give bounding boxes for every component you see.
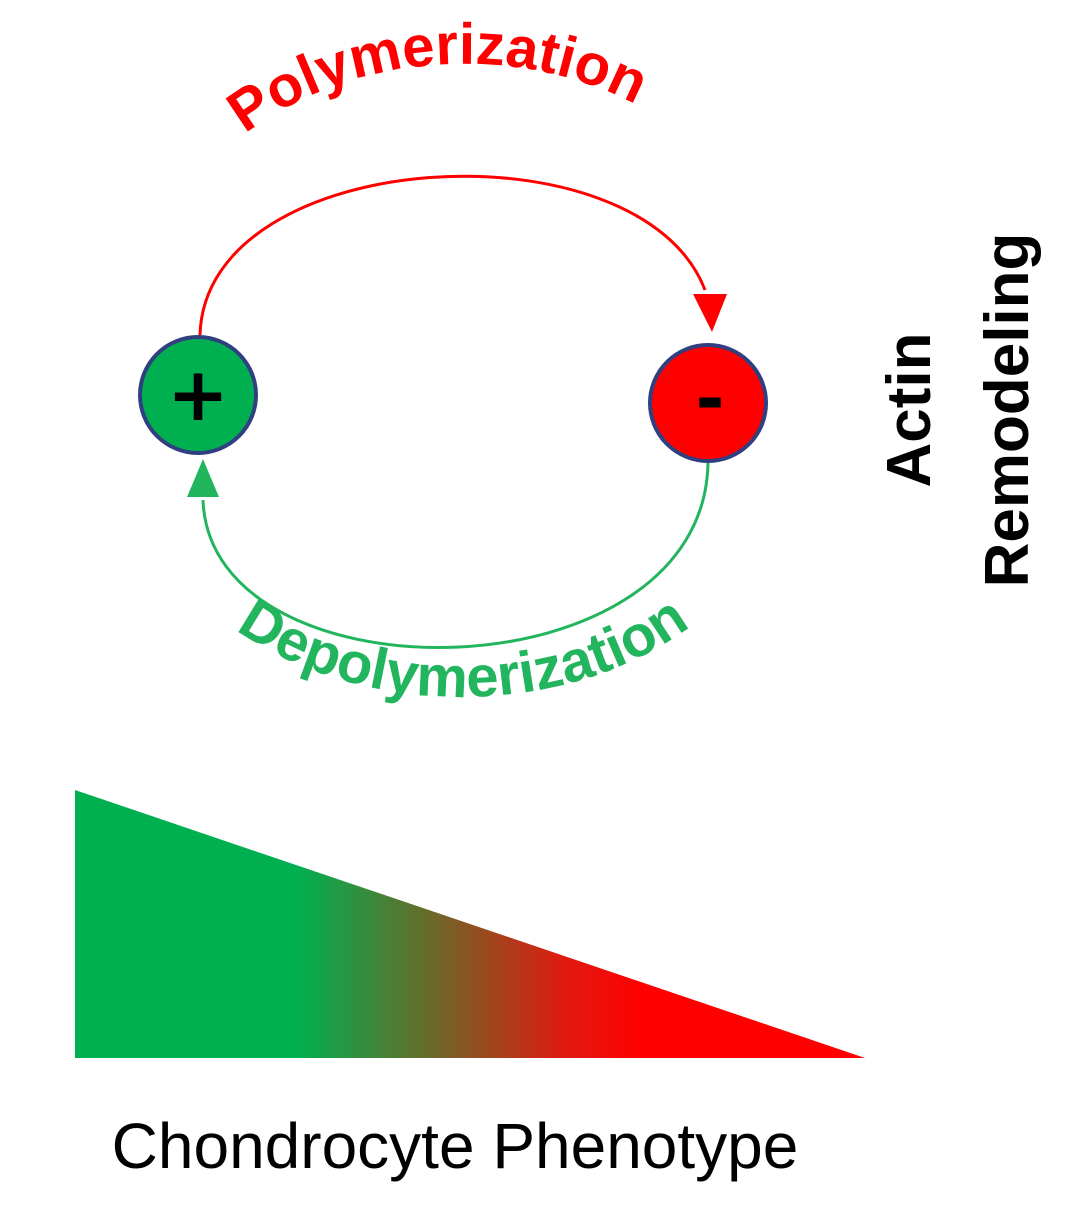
actin-remodeling-label: Actin Remodeling: [875, 233, 1042, 588]
plus-sign: +: [167, 352, 229, 438]
phenotype-gradient-wedge: [75, 790, 865, 1058]
minus-sign: -: [695, 358, 724, 440]
polymerization-arrowhead: [693, 294, 727, 332]
side-label-line-1: Actin: [875, 333, 944, 488]
minus-node: -: [648, 343, 768, 463]
plus-node: +: [138, 335, 258, 455]
depolymerization-arrow: [201, 461, 710, 649]
depolymerization-arrowhead: [187, 459, 219, 497]
polymerization-arrow: [198, 174, 707, 336]
depolymerization-label: Depolymerization: [228, 583, 698, 710]
polymerization-label: Polymerization: [216, 12, 658, 145]
side-label-line-2: Remodeling: [973, 233, 1042, 588]
chondrocyte-phenotype-label: Chondrocyte Phenotype: [112, 1110, 799, 1182]
